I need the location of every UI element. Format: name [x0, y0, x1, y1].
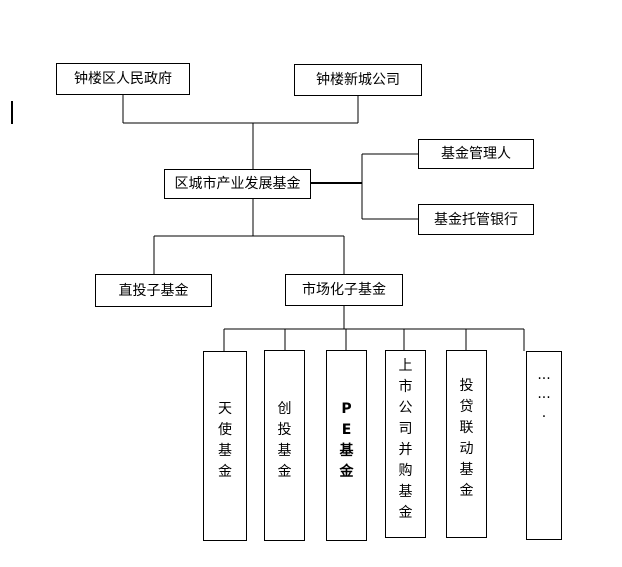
- text-cursor: [11, 101, 13, 124]
- node-label: 钟楼区人民政府: [74, 71, 172, 87]
- node-label: 创投基金: [277, 401, 292, 480]
- node-label: 直投子基金: [118, 282, 189, 299]
- node-top-right: 钟楼新城公司: [294, 64, 422, 96]
- node-manager: 基金管理人: [418, 139, 534, 169]
- ellipsis-label: ·······: [537, 371, 551, 425]
- node-label: 市场化子基金: [302, 282, 386, 298]
- node-sub-fund-more: ·······: [526, 351, 562, 540]
- node-label: 区城市产业发展基金: [174, 176, 301, 192]
- node-label: 投贷联动基金: [459, 378, 474, 499]
- node-center: 区城市产业发展基金: [164, 169, 311, 199]
- node-label: 天使基金: [217, 401, 232, 480]
- node-label: 基金托管银行: [434, 211, 518, 228]
- node-sub-fund-ma: 上市公司并购基金: [385, 350, 426, 538]
- node-label: 基金管理人: [441, 146, 511, 162]
- node-top-left: 钟楼区人民政府: [56, 63, 190, 95]
- node-sub-fund-angel: 天使基金: [203, 351, 247, 541]
- node-sub-fund-loan: 投贷联动基金: [446, 350, 487, 538]
- node-custodian: 基金托管银行: [418, 204, 534, 235]
- node-market-fund: 市场化子基金: [285, 274, 403, 306]
- node-label: PE基金: [339, 401, 354, 480]
- node-sub-fund-vc: 创投基金: [264, 350, 305, 541]
- node-direct-fund: 直投子基金: [95, 274, 212, 307]
- node-label: 钟楼新城公司: [316, 72, 400, 88]
- node-sub-fund-pe: PE基金: [326, 350, 367, 541]
- node-label: 上市公司并购基金: [398, 358, 413, 521]
